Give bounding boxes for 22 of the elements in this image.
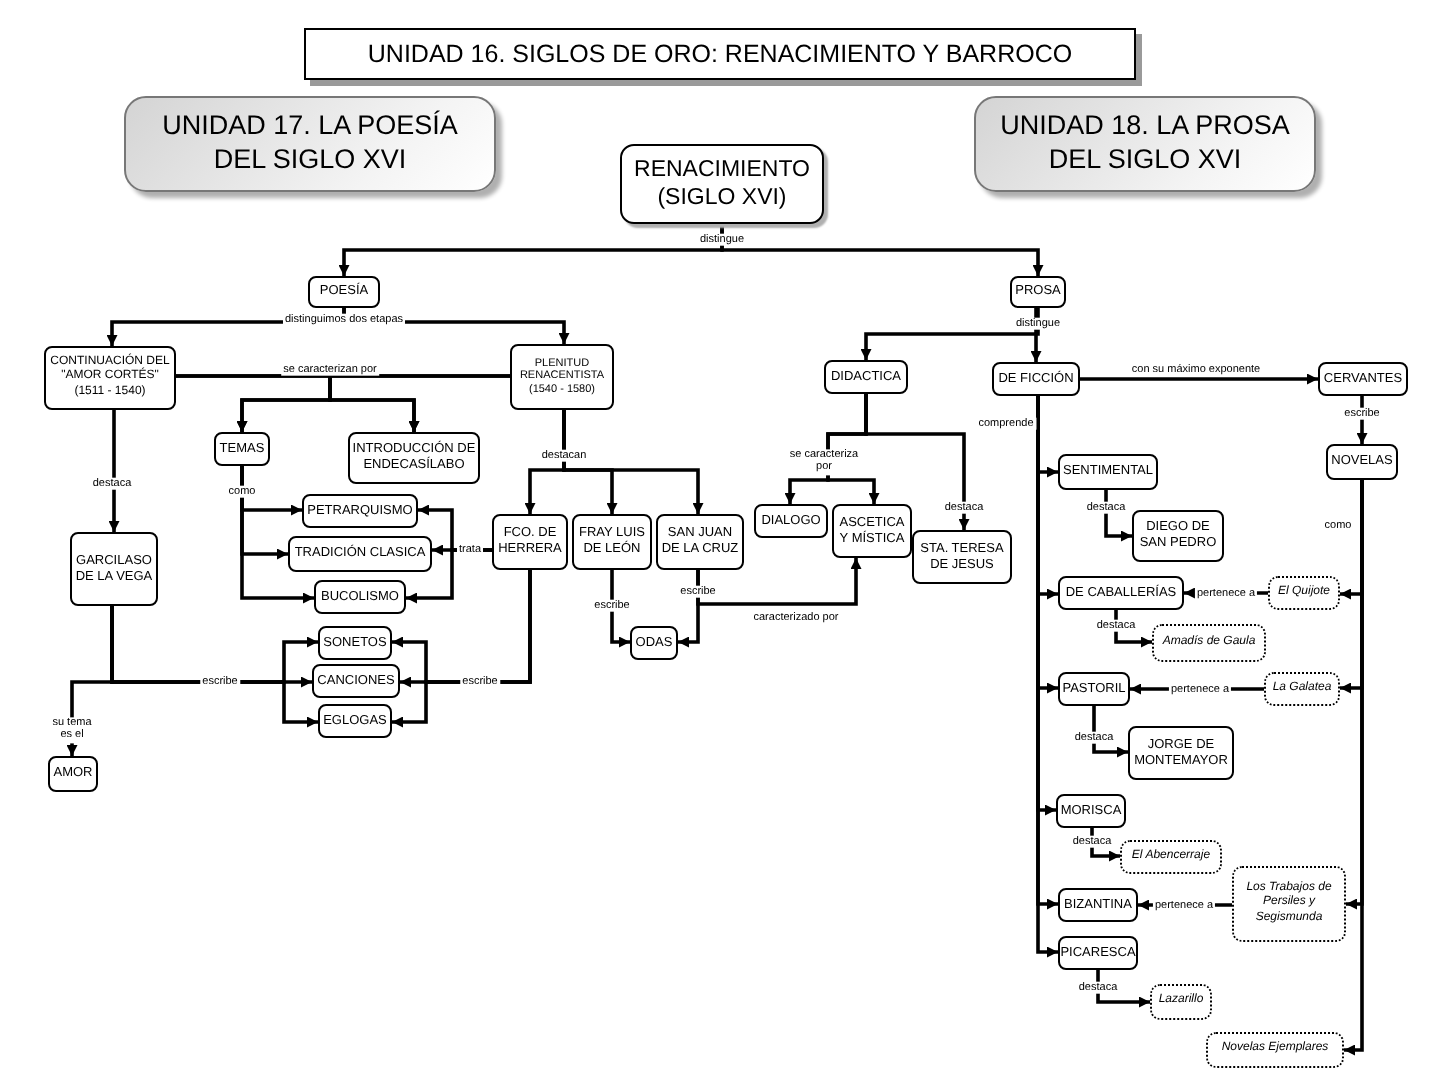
topic-box: RENACIMIENTO (SIGLO XVI): [620, 144, 824, 224]
arrow: [860, 308, 1040, 360]
arrow: [610, 570, 630, 648]
arrow: [108, 410, 120, 532]
arrow: [328, 374, 510, 432]
arrow: [562, 410, 704, 514]
title-banner: UNIDAD 16. SIGLOS DE ORO: RENACIMIENTO Y BARROCO: [304, 28, 1136, 80]
arrow: [1090, 828, 1120, 862]
arrow: [406, 548, 492, 604]
arrow: [1092, 706, 1128, 758]
unit-heading-box: UNIDAD 18. LA PROSA DEL SIGLO XVI: [974, 96, 1316, 192]
arrow: [1080, 373, 1318, 385]
arrow: [1096, 970, 1150, 1008]
arrow: [392, 570, 532, 728]
arrow: [240, 466, 314, 604]
arrow: [720, 224, 1044, 276]
arrow: [1104, 490, 1132, 542]
arrow: [1344, 480, 1364, 1056]
unit-heading-box: UNIDAD 17. LA POESÍA DEL SIGLO XVI: [124, 96, 496, 192]
arrow: [864, 394, 970, 530]
arrow: [1114, 610, 1152, 648]
arrow: [696, 558, 862, 606]
